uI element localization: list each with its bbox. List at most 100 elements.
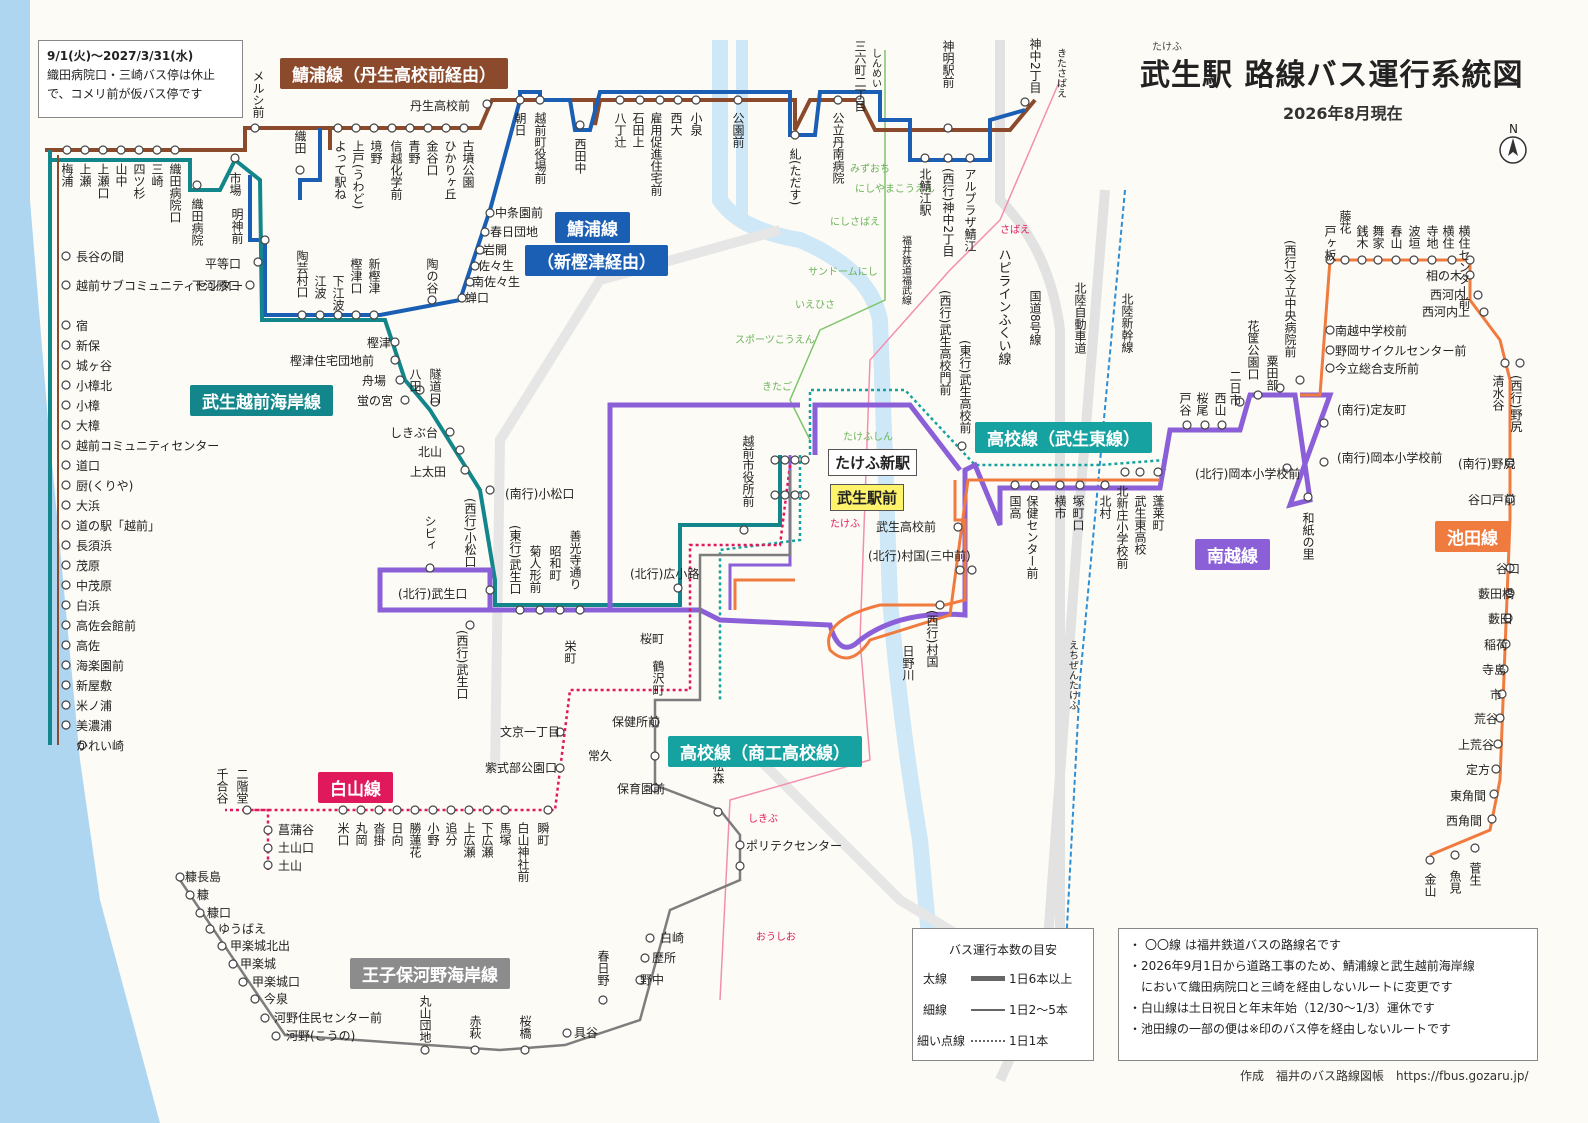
stop-label: 小泉: [689, 112, 703, 136]
route-tag-nanetsu: 南越線: [1195, 539, 1270, 570]
west-coast-side-stops: 長谷の間越前サブコミュニティセンター宿新保城ヶ谷小樟北小樟大樟越前コミュニティセ…: [76, 250, 243, 753]
stop-label: 清水谷: [1491, 375, 1505, 412]
stop-label: 上広瀬: [462, 822, 476, 858]
stop-label: 佐々生: [478, 259, 514, 273]
stop-label: 境野: [369, 139, 383, 164]
rail-label-shinmei: しんめい: [870, 48, 882, 88]
stop-label: 上戸(うわど): [351, 140, 365, 210]
stop-label: 菊人形前: [528, 545, 542, 593]
river-label-hino: 日野川: [901, 645, 915, 681]
stop-label: 越前市役所前: [741, 435, 755, 507]
legend-value-dotted: 1日1本: [1009, 1034, 1049, 1048]
route-tag-kaigan: 武生越前海岸線: [190, 385, 333, 416]
stop-label: 栄町: [563, 640, 577, 664]
legend-row-thick: 太線 1日6本以上: [923, 970, 1093, 987]
stop-label: 春山: [1389, 225, 1403, 249]
compass-icon: [1499, 136, 1527, 164]
stop-label: 土山: [278, 859, 302, 873]
stop-label: 春日団地: [490, 225, 538, 239]
stop-label: 小樟北: [76, 378, 112, 393]
stop-label: 米口: [336, 822, 350, 846]
stop-label: 西河内上: [1422, 305, 1470, 319]
stop-label: かれい崎: [76, 739, 124, 753]
stop-label: 平等口: [205, 257, 241, 271]
stop-label: 舞家: [1371, 225, 1385, 249]
frequency-legend: バス運行本数の目安 太線 1日6本以上 細線 1日2～5本 細い点線 1日1本: [912, 928, 1094, 1061]
stop-label: 北鯖江駅: [918, 168, 932, 217]
stop-label: 雇用促進住宅前: [649, 111, 663, 196]
stop-label: 保育園前: [617, 781, 665, 796]
note-1-text: は福井鉄道バスの路線名です: [1185, 938, 1342, 952]
road-label-kokudo8: 国道8号線: [1028, 290, 1042, 346]
stop-label: 陶芸村口: [295, 249, 309, 298]
stop-label: 西角間: [1446, 814, 1482, 828]
stop-label: 大浜: [76, 499, 100, 513]
route-tag-sabae-shinkashiwazu: （新樫津経由）: [525, 245, 668, 276]
rail-label-fukui-tetsudo: 福井鉄道福武線: [900, 234, 912, 305]
stop-label: 武生高校前: [876, 519, 936, 534]
stop-label: 花筐公園口: [1246, 319, 1260, 380]
stop-label: メルシ前: [251, 70, 265, 118]
rail-label-shikibu: しきぶ: [748, 813, 778, 825]
stop-label: 藪田橋: [1478, 587, 1514, 601]
stop-label: 国高: [1008, 495, 1022, 520]
stop-label: (南行)岡本小学校前: [1337, 450, 1442, 465]
stop-label: 小樟: [76, 398, 100, 413]
route-nanetsu: [377, 392, 1334, 650]
legend-row-thin: 細線 1日2～5本: [923, 1001, 1093, 1018]
stop-label: 神明駅前: [941, 40, 955, 88]
stop-label: 公園前: [731, 112, 745, 148]
rail-label-sports: スポーツこうえん: [735, 334, 815, 346]
stop-label: 善光寺通り: [568, 529, 582, 590]
other-stop-labels: メルシ前織田丹生高校前古墳公園ひかりヶ丘金谷口青野信越化学前境野上戸(うわど)よ…: [185, 38, 1523, 1043]
stop-label: アルプラザ鯖江: [963, 168, 977, 252]
stop-label: 上荒谷: [1458, 738, 1494, 752]
stop-label: 昭和町: [548, 545, 562, 581]
stop-label: 中条園前: [495, 205, 543, 220]
stop-label: 波垣: [1407, 225, 1421, 249]
stop-label: 紫式部公園口: [485, 760, 557, 775]
stop-label: 美濃浦: [76, 719, 112, 733]
stop-label: 文京一丁目: [500, 724, 560, 739]
stop-label: 戸ヶ板: [1323, 225, 1337, 262]
stop-label: 常久: [588, 749, 612, 763]
stop-label: 上瀬: [78, 163, 92, 187]
notice-line-2: 織田病院口・三崎バス停は休止: [47, 68, 216, 82]
hino-river: [712, 40, 943, 1001]
stop-label: 市場: [228, 171, 242, 197]
route-nanetsu-loop: [607, 402, 962, 610]
stop-label: 塚町口: [1071, 495, 1085, 531]
stop-label: 保健所前: [612, 714, 660, 729]
stop-label: 糠口: [207, 905, 231, 920]
stop-label: 織田病院口: [168, 163, 182, 223]
compass-label: N: [1509, 122, 1518, 136]
rail-label-takefu: たけふ: [830, 518, 860, 530]
stop-label: 上太田: [410, 464, 446, 479]
stop-label: 勝蓮花: [408, 821, 422, 859]
stop-label: 石田上: [631, 112, 645, 148]
route-tag-sabae: 鯖浦線: [555, 212, 630, 243]
stop-label: 白崎: [660, 930, 684, 945]
stop-label: 歴所: [652, 951, 676, 965]
stop-label: 丸山団地: [418, 995, 432, 1043]
stop-label: 桜町: [640, 632, 664, 646]
stop-label: 道口: [76, 459, 100, 473]
stop-label: 海楽園前: [76, 658, 124, 673]
stop-label: 菖蒲谷: [278, 823, 314, 837]
stop-label: 北村: [1098, 495, 1112, 519]
stop-label: 宿: [76, 318, 88, 333]
stop-label: 西河内: [1430, 288, 1466, 302]
stop-label: よって駅ね: [333, 140, 347, 200]
stop-label: 道の駅「越前」: [76, 518, 160, 533]
stop-label: 横住: [1441, 225, 1455, 249]
stop-label: 蓬莱町: [1151, 495, 1165, 531]
stop-label: 長須浜: [76, 539, 112, 553]
stop-label: 西山: [1213, 392, 1227, 416]
stop-label: 桜橋: [518, 1015, 532, 1040]
stop-label: 寺地: [1425, 225, 1439, 249]
stop-label: 糺(ただす): [788, 148, 802, 206]
legend-dotted-line: [971, 1039, 1005, 1042]
note-3: ・白山線は土日祝日と年末年始（12/30～1/3）運休です: [1129, 1001, 1435, 1015]
stop-label: 新樫津: [367, 257, 381, 294]
